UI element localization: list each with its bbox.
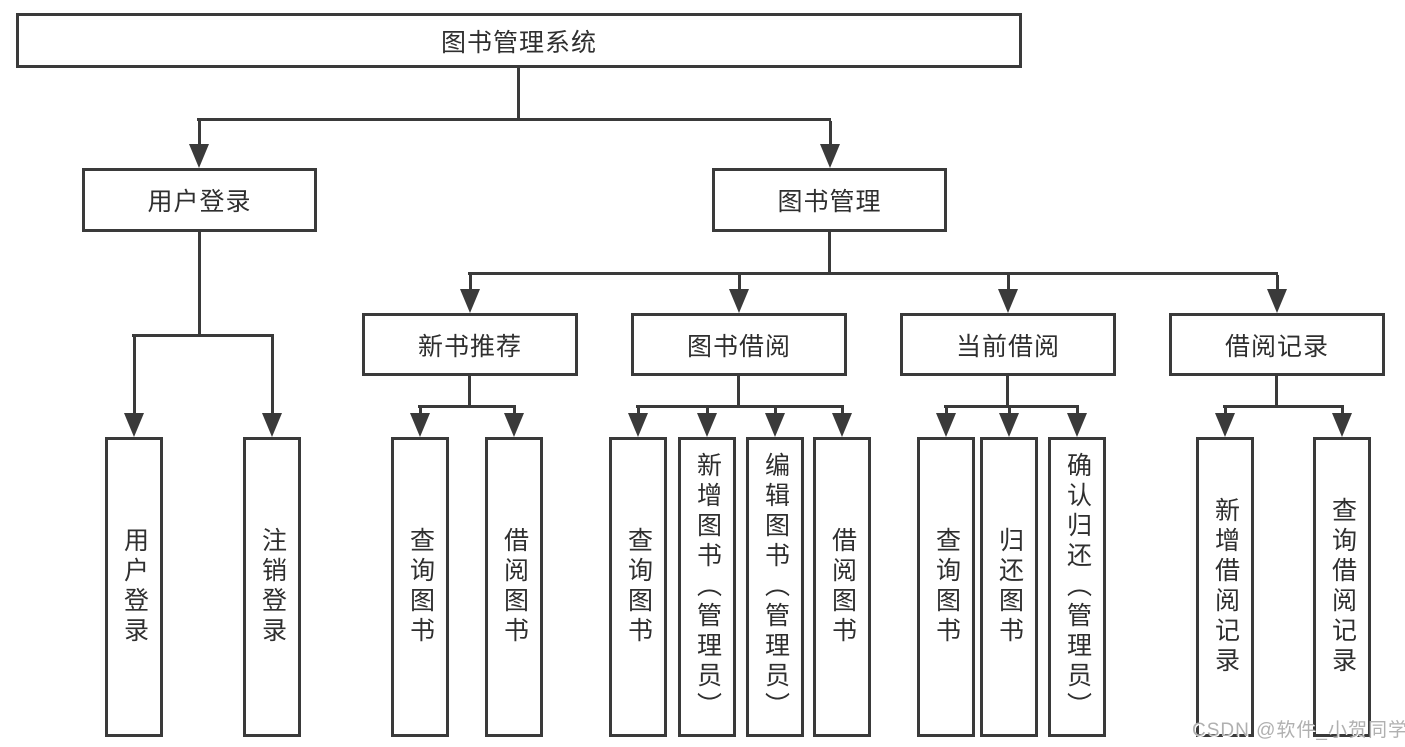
leaf-label: 借阅图书 — [500, 527, 529, 647]
leaf-label: 查询图书 — [406, 527, 435, 647]
leaf-label: 查询借阅记录 — [1328, 497, 1357, 677]
node-user-login-label: 用户登录 — [147, 188, 252, 216]
arrow-down-icon — [1067, 408, 1087, 437]
node-new-book-recommend: 新书推荐 — [362, 313, 578, 376]
arrow-down-icon — [504, 408, 524, 437]
node-book-borrow-label: 图书借阅 — [686, 332, 791, 361]
leaf-label: 借阅图书 — [828, 527, 857, 647]
arrow-down-icon — [999, 408, 1019, 437]
connector-level1-bar — [197, 118, 831, 121]
node-current-borrow: 当前借阅 — [900, 313, 1116, 376]
node-leaf-add-book-admin: 新增图书（管理员） — [678, 437, 736, 737]
arrow-down-icon — [998, 275, 1018, 313]
arrow-down-icon — [262, 337, 282, 437]
node-book-management: 图书管理 — [712, 168, 947, 232]
arrow-down-icon — [820, 121, 840, 168]
node-new-book-recommend-label: 新书推荐 — [417, 332, 522, 361]
node-leaf-confirm-return-admin: 确认归还（管理员） — [1048, 437, 1106, 737]
node-borrow-record-label: 借阅记录 — [1224, 332, 1329, 361]
csdn-watermark: CSDN @软件_小贺同学 — [1192, 720, 1405, 741]
node-leaf-user-login: 用户登录 — [105, 437, 163, 737]
node-leaf-return-book: 归还图书 — [980, 437, 1038, 737]
arrow-down-icon — [1332, 408, 1352, 437]
arrow-down-icon — [697, 408, 717, 437]
leaf-label: 查询图书 — [932, 527, 961, 647]
node-leaf-borrow-book-2: 借阅图书 — [813, 437, 871, 737]
leaf-label: 确认归还（管理员） — [1063, 452, 1092, 722]
node-leaf-edit-book-admin: 编辑图书（管理员） — [746, 437, 804, 737]
leaf-label: 编辑图书（管理员） — [761, 452, 790, 722]
arrow-down-icon — [410, 408, 430, 437]
connector-book-management-stem — [828, 232, 831, 275]
node-root-label: 图书管理系统 — [440, 28, 597, 57]
leaf-label: 用户登录 — [120, 527, 149, 647]
node-leaf-borrow-book-1: 借阅图书 — [485, 437, 543, 737]
leaf-label: 查询图书 — [624, 527, 653, 647]
arrow-down-icon — [765, 408, 785, 437]
leaf-label: 注销登录 — [258, 527, 287, 647]
node-current-borrow-label: 当前借阅 — [955, 332, 1060, 361]
connector-user-login-stem — [198, 232, 201, 337]
connector-user-login-bar — [132, 334, 274, 337]
connector-current-borrow-stem — [1006, 376, 1009, 408]
connector-book-borrow-stem — [737, 376, 740, 408]
node-borrow-record: 借阅记录 — [1169, 313, 1385, 376]
connector-borrow-record-bar — [1223, 405, 1344, 408]
node-leaf-query-book-1: 查询图书 — [391, 437, 449, 737]
node-book-management-label: 图书管理 — [777, 188, 882, 216]
leaf-label: 新增借阅记录 — [1211, 497, 1240, 677]
node-user-login: 用户登录 — [82, 168, 317, 232]
arrow-down-icon — [936, 408, 956, 437]
connector-book-borrow-bar — [636, 405, 844, 408]
leaf-label: 新增图书（管理员） — [693, 452, 722, 722]
connector-level2-bar — [468, 272, 1278, 275]
connector-new-book-stem — [468, 376, 471, 408]
arrow-down-icon — [189, 121, 209, 168]
arrow-down-icon — [460, 275, 480, 313]
node-leaf-add-borrow-record: 新增借阅记录 — [1196, 437, 1254, 737]
arrow-down-icon — [124, 337, 144, 437]
arrow-down-icon — [832, 408, 852, 437]
leaf-label: 归还图书 — [995, 527, 1024, 647]
node-leaf-query-book-2: 查询图书 — [609, 437, 667, 737]
node-leaf-logout: 注销登录 — [243, 437, 301, 737]
arrow-down-icon — [628, 408, 648, 437]
connector-borrow-record-stem — [1275, 376, 1278, 408]
connector-current-borrow-bar — [944, 405, 1079, 408]
connector-new-book-bar — [418, 405, 516, 408]
node-book-borrow: 图书借阅 — [631, 313, 847, 376]
node-leaf-query-borrow-record: 查询借阅记录 — [1313, 437, 1371, 737]
arrow-down-icon — [1267, 275, 1287, 313]
arrow-down-icon — [729, 275, 749, 313]
node-root: 图书管理系统 — [16, 13, 1022, 68]
connector-root-stem — [517, 68, 520, 121]
arrow-down-icon — [1215, 408, 1235, 437]
node-leaf-query-book-3: 查询图书 — [917, 437, 975, 737]
